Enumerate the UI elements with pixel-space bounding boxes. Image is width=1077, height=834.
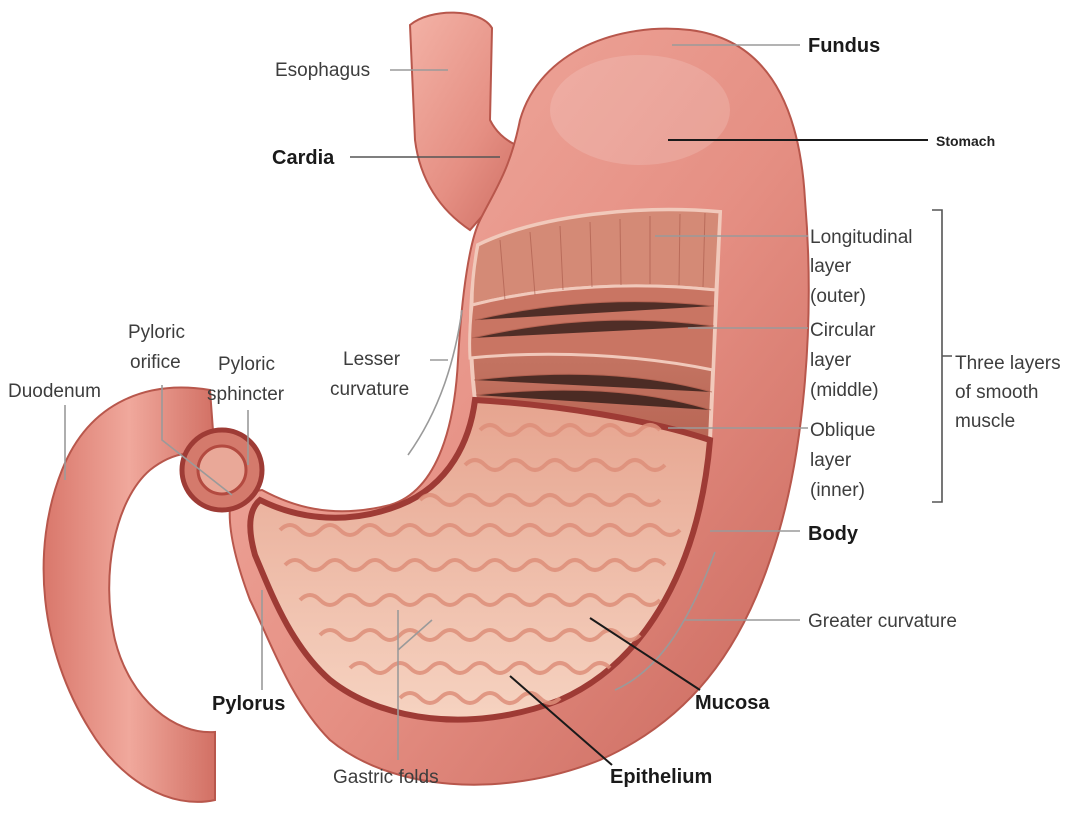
label-circular-1: Circular: [810, 320, 876, 341]
fundus-highlight: [550, 55, 730, 165]
label-three-layers-3: muscle: [955, 411, 1015, 432]
label-pyloric-sphincter-2: sphincter: [207, 384, 285, 405]
label-three-layers-2: of smooth: [955, 382, 1038, 403]
label-stomach: Stomach: [936, 133, 995, 149]
label-circular-3: (middle): [810, 380, 879, 401]
label-greater-curvature: Greater curvature: [808, 611, 957, 632]
label-three-layers-1: Three layers: [955, 353, 1061, 374]
label-oblique-2: layer: [810, 450, 852, 471]
label-gastric-folds: Gastric folds: [333, 767, 439, 788]
label-oblique-3: (inner): [810, 480, 865, 501]
label-epithelium: Epithelium: [610, 766, 712, 788]
label-oblique-1: Oblique: [810, 420, 876, 441]
label-mucosa: Mucosa: [695, 692, 770, 714]
label-pyloric-orifice-1: Pyloric: [128, 322, 185, 343]
label-circular-2: layer: [810, 350, 852, 371]
label-body: Body: [808, 523, 859, 545]
label-esophagus: Esophagus: [275, 60, 370, 81]
label-pylorus: Pylorus: [212, 693, 285, 715]
label-longitudinal-2: layer: [810, 256, 852, 277]
label-cardia: Cardia: [272, 147, 335, 169]
label-pyloric-orifice-2: orifice: [130, 352, 181, 373]
label-lesser-curvature-2: curvature: [330, 379, 409, 400]
label-longitudinal-1: Longitudinal: [810, 227, 912, 248]
label-lesser-curvature-1: Lesser: [343, 349, 401, 370]
label-pyloric-sphincter-1: Pyloric: [218, 354, 275, 375]
three-layers-bracket: [932, 210, 952, 502]
label-longitudinal-3: (outer): [810, 286, 866, 307]
label-fundus: Fundus: [808, 35, 880, 57]
label-duodenum: Duodenum: [8, 381, 101, 402]
